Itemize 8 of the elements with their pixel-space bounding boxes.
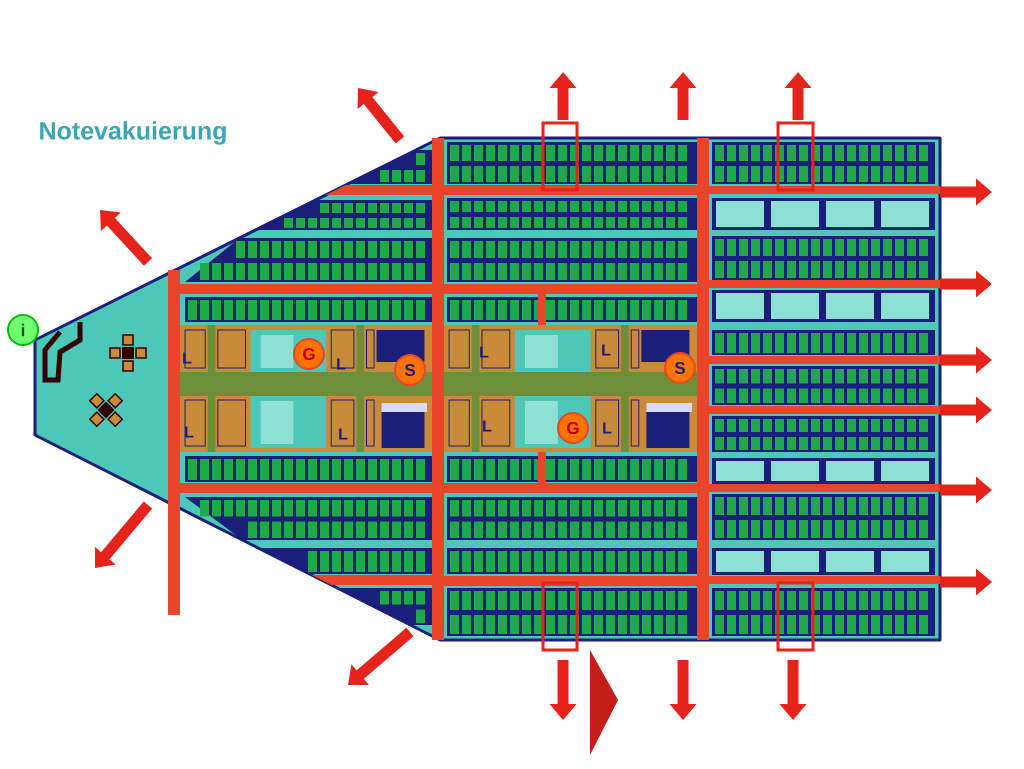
letter-label: L <box>339 428 348 440</box>
letter-label: L <box>603 422 612 434</box>
letter-label: L <box>602 344 611 356</box>
letter-label: L <box>183 352 192 364</box>
letter-label: L <box>480 346 489 358</box>
letter-label: L <box>185 426 194 438</box>
letter-label: L <box>483 420 492 432</box>
title: Notevakuierung <box>40 121 226 145</box>
